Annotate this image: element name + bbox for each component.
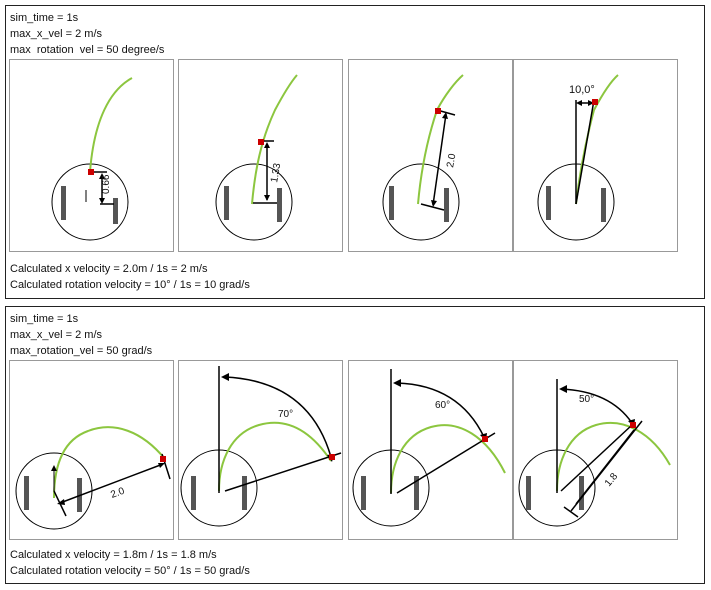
diagram-panel-1: 2.0 — [9, 360, 174, 540]
heading-line — [396, 432, 496, 494]
angle-label-10: 10,0° — [569, 84, 595, 96]
distance-label-1-8: 1.8 — [603, 471, 621, 489]
robot-circle — [382, 163, 460, 241]
diagram-panel-4: 10,0° — [513, 59, 678, 252]
top-scenario-box: sim_time = 1s max_x_vel = 2 m/s max rota… — [5, 5, 705, 299]
param-max-x-vel: max_x_vel = 2 m/s — [10, 329, 103, 341]
left-wheel — [191, 476, 196, 510]
target-marker — [630, 422, 636, 428]
trajectory-curve — [556, 422, 671, 492]
angle-label-70: 70° — [278, 409, 293, 420]
trajectory-curve — [417, 74, 464, 205]
target-marker — [258, 139, 264, 145]
results-block: Calculated x velocity = 1.8m / 1s = 1.8 … — [10, 547, 250, 579]
result-rotation-velocity: Calculated rotation velocity = 10° / 1s … — [10, 279, 250, 291]
param-max-rotation-vel: max rotation vel = 50 degree/s — [10, 44, 165, 56]
left-wheel — [526, 476, 531, 510]
right-wheel — [444, 188, 449, 222]
distance-label-2-0: 2.0 — [109, 486, 126, 501]
diagram-panel-2: 1.33 — [178, 59, 343, 252]
left-wheel — [389, 186, 394, 220]
target-marker — [329, 454, 335, 460]
distance-arrow — [575, 429, 635, 505]
target-marker — [592, 99, 598, 105]
distance-label-2-0: 2.0 — [445, 152, 458, 168]
right-wheel — [277, 188, 282, 222]
angle-label-50: 50° — [579, 394, 594, 405]
left-wheel — [24, 476, 29, 510]
right-wheel — [601, 188, 606, 222]
base-line — [563, 506, 579, 518]
parameters-block: sim_time = 1s max_x_vel = 2 m/s max_rota… — [10, 311, 152, 359]
right-wheel — [414, 476, 419, 510]
result-rotation-velocity: Calculated rotation velocity = 50° / 1s … — [10, 565, 250, 577]
angle-arc — [224, 376, 332, 458]
angle-arc — [560, 388, 633, 424]
diagram-panel-2: 70° — [178, 360, 343, 540]
trajectory-curve — [251, 74, 298, 205]
left-wheel — [361, 476, 366, 510]
left-wheel — [61, 186, 66, 220]
heading-line — [224, 452, 342, 492]
diagram-panel-3: 2.0 — [348, 59, 513, 252]
param-sim-time: sim_time = 1s — [10, 12, 79, 24]
target-marker — [160, 456, 166, 462]
diagram-panel-3: 60° — [348, 360, 513, 540]
distance-label-1-33: 1.33 — [269, 162, 283, 184]
right-wheel — [113, 198, 118, 224]
target-marker — [88, 169, 94, 175]
left-wheel — [546, 186, 551, 220]
parameters-block: sim_time = 1s max_x_vel = 2 m/s max rota… — [10, 10, 164, 58]
param-max-rotation-vel: max_rotation_vel = 50 grad/s — [10, 345, 153, 357]
param-max-x-vel: max_x_vel = 2 m/s — [10, 28, 103, 40]
distance-label-0-66: 0.66 — [101, 174, 112, 194]
results-block: Calculated x velocity = 2.0m / 1s = 2 m/… — [10, 261, 250, 293]
base-line — [420, 203, 445, 211]
diagram-panel-1: 0.66 — [9, 59, 174, 252]
bottom-scenario-box: sim_time = 1s max_x_vel = 2 m/s max_rota… — [5, 306, 705, 584]
left-wheel — [224, 186, 229, 220]
rotated-heading-line — [575, 99, 595, 205]
result-x-velocity: Calculated x velocity = 2.0m / 1s = 2 m/… — [10, 263, 208, 275]
result-x-velocity: Calculated x velocity = 1.8m / 1s = 1.8 … — [10, 549, 217, 561]
angle-label-60: 60° — [435, 400, 450, 411]
robot-circle — [215, 163, 293, 241]
right-wheel — [242, 476, 247, 510]
heading-line — [560, 424, 633, 492]
right-wheel — [579, 476, 584, 510]
trajectory-curve — [89, 77, 133, 173]
angle-arc — [396, 382, 485, 438]
trajectory-curve — [218, 421, 332, 492]
distance-arrow — [432, 113, 447, 206]
trajectory-curve — [575, 74, 619, 205]
diagram-panel-4: 50° 1.8 — [513, 360, 678, 540]
param-sim-time: sim_time = 1s — [10, 313, 79, 325]
trajectory-curve — [53, 426, 166, 499]
trajectory-curve — [390, 424, 506, 494]
target-marker — [435, 108, 441, 114]
distance-arrow — [59, 463, 164, 504]
target-marker — [482, 436, 488, 442]
